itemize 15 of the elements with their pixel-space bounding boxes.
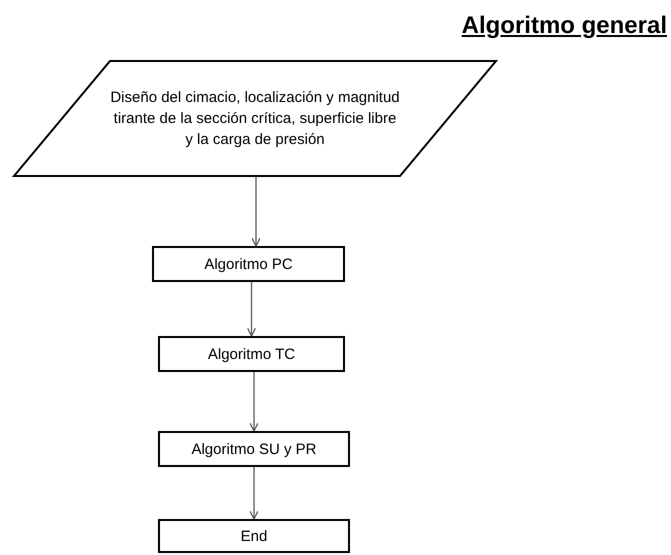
process-box (152, 246, 345, 282)
node-text: End (240, 528, 268, 544)
arrow (251, 177, 261, 247)
arrow (249, 467, 259, 520)
process-box (158, 519, 350, 553)
input-parallelogram (13, 60, 497, 177)
process-box (158, 431, 350, 467)
node-text: Algoritmo SU y PR (191, 440, 317, 458)
arrow (249, 372, 259, 432)
process-box (158, 336, 345, 372)
node-text: Algoritmo PC (204, 256, 293, 272)
diagram-title: Algoritmo general (462, 12, 667, 40)
arrow (246, 282, 256, 337)
node-text: Diseño del cimacio, localización y magnitud tirante de la sección crítica, superficie libre y la carga de presión (110, 88, 400, 150)
node-text: Algoritmo TC (208, 346, 296, 362)
